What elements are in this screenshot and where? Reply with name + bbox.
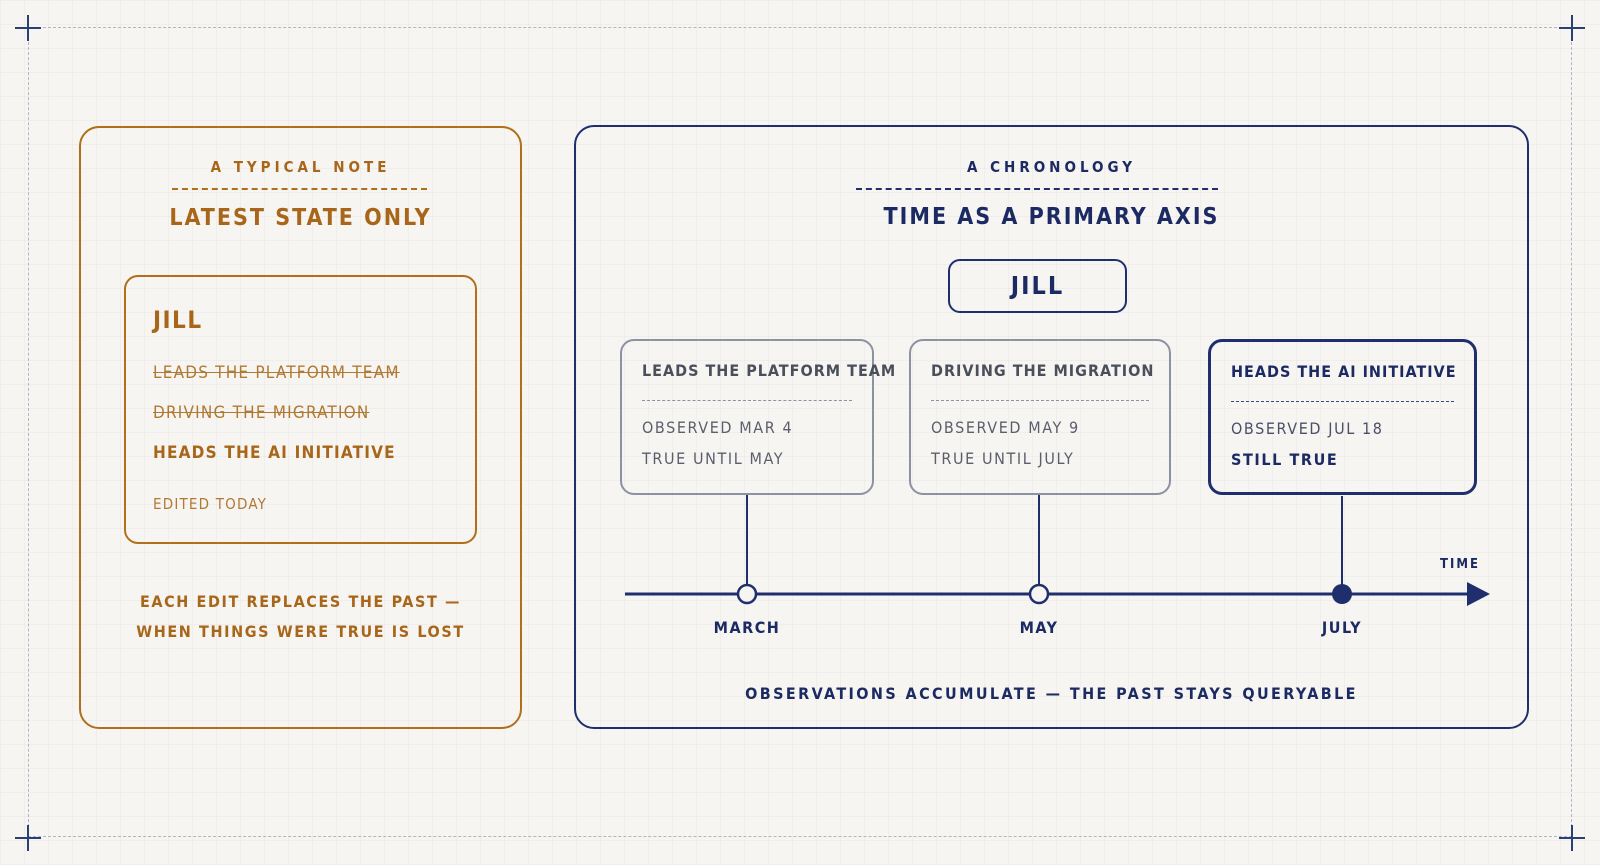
marker-may (1028, 583, 1050, 605)
observation-date: OBSERVED JUL 18 (1231, 419, 1384, 438)
observation-heading: HEADS THE AI INITIATIVE (1231, 362, 1457, 381)
typical-note-divider (172, 188, 427, 190)
timeline-arrowhead (1467, 582, 1490, 606)
note-struck-line-1: LEADS THE PLATFORM TEAM (153, 363, 400, 383)
note-name: JILL (153, 306, 203, 334)
corner-mark-bottom-right (1559, 825, 1585, 851)
chronology-title: TIME AS A PRIMARY AXIS (883, 204, 1220, 230)
marker-july (1332, 584, 1352, 604)
observation-card-current: HEADS THE AI INITIATIVE OBSERVED JUL 18 … (1208, 339, 1477, 495)
axis-label-time: TIME (1440, 557, 1480, 572)
typical-note-footer-line-2: WHEN THINGS WERE TRUE IS LOST (136, 622, 465, 641)
observation-card: LEADS THE PLATFORM TEAM OBSERVED MAR 4 T… (620, 339, 895, 495)
marker-march (736, 583, 758, 605)
observation-heading: DRIVING THE MIGRATION (931, 361, 1155, 380)
entity-box: JILL (948, 259, 1127, 313)
observation-card: DRIVING THE MIGRATION OBSERVED MAY 9 TRU… (909, 339, 1171, 495)
typical-note-title: LATEST STATE ONLY (169, 205, 432, 231)
observation-validity: STILL TRUE (1231, 450, 1339, 469)
page-frame (28, 27, 1572, 837)
observation-date: OBSERVED MAR 4 (642, 418, 794, 437)
chronology-divider (856, 188, 1218, 190)
observation-divider (642, 400, 852, 401)
note-card (124, 275, 477, 544)
corner-mark-bottom-left (15, 825, 41, 851)
observation-heading: LEADS THE PLATFORM TEAM (642, 361, 897, 380)
observation-validity: TRUE UNTIL JULY (931, 449, 1075, 468)
observation-validity: TRUE UNTIL MAY (642, 449, 785, 468)
chronology-footer: OBSERVATIONS ACCUMULATE — THE PAST STAYS… (745, 684, 1358, 703)
observation-date: OBSERVED MAY 9 (931, 418, 1080, 437)
month-label-may: MAY (1019, 618, 1059, 637)
month-label-july: JULY (1321, 618, 1363, 637)
chronology-panel (574, 125, 1529, 729)
note-current-line: HEADS THE AI INITIATIVE (153, 443, 396, 463)
typical-note-footer-line-1: EACH EDIT REPLACES THE PAST — (139, 592, 462, 611)
month-label-march: MARCH (713, 618, 781, 637)
typical-note-eyebrow: A TYPICAL NOTE (210, 158, 391, 176)
corner-mark-top-right (1559, 15, 1585, 41)
typical-note-panel (79, 126, 522, 729)
corner-mark-top-left (15, 15, 41, 41)
note-struck-line-2: DRIVING THE MIGRATION (153, 403, 370, 423)
observation-divider (1231, 401, 1454, 402)
observation-divider (931, 400, 1149, 401)
chronology-eyebrow: A CHRONOLOGY (966, 158, 1136, 176)
note-edited-stamp: EDITED TODAY (153, 495, 268, 513)
